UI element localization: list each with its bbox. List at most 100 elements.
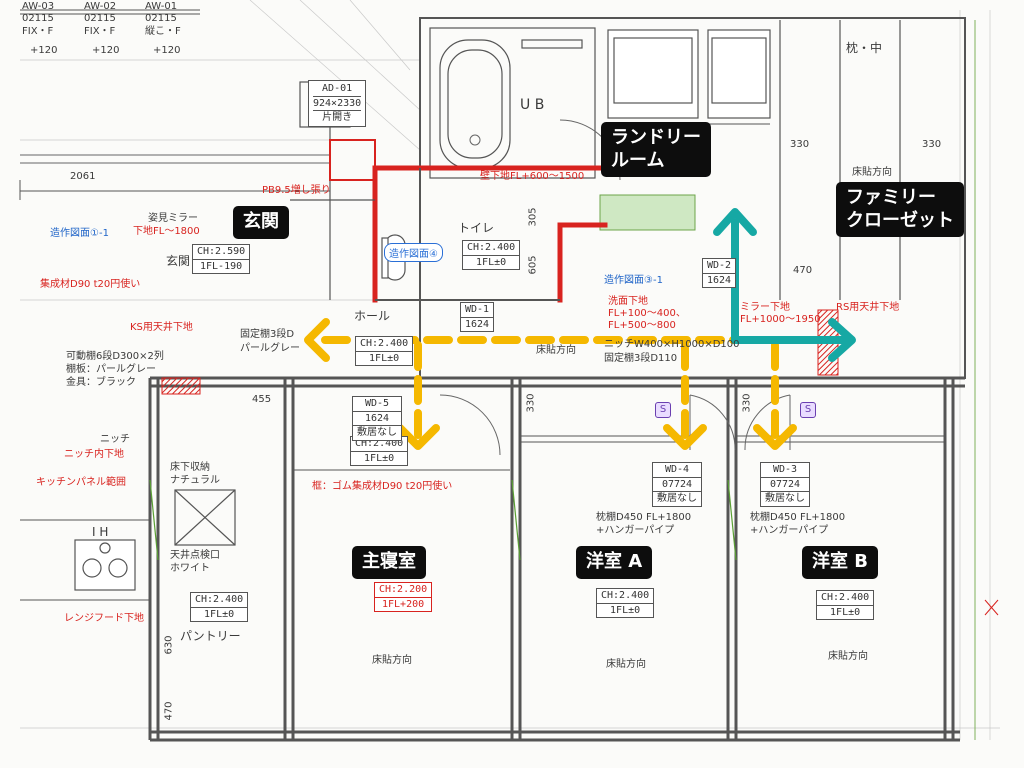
tag-aw03-size: 02115: [22, 13, 54, 24]
dim-330-a: 330: [790, 139, 810, 150]
tag-wd5: WD-5 1624 敷居なし: [352, 396, 402, 441]
tag-aw03-height: +120: [30, 45, 58, 56]
rs-ceiling-text: RS用天井下地: [836, 302, 900, 313]
range-hood-text: レンジフード下地: [64, 613, 144, 624]
ch-genkan: CH:2.590 1FL-190: [192, 244, 251, 274]
label-genkan: 玄関: [233, 206, 289, 239]
shelf-b-text: 枕棚D450 FL+1800 +ハンガーパイプ: [750, 512, 846, 536]
tag-aw01-height: +120: [153, 45, 181, 56]
floor-dir-room-b: 床貼方向: [828, 651, 868, 662]
ref-3-text: 造作図面③-1: [604, 275, 663, 286]
note-pb9: PB9.5増し張り: [262, 185, 331, 196]
label-family-closet: ファミリー クローゼット: [836, 182, 964, 237]
shelf-board-text: 棚板：パールグレー: [66, 364, 156, 375]
dim-605: 605: [527, 255, 539, 275]
tag-aw02-height: +120: [92, 45, 120, 56]
dim-470-a: 470: [793, 265, 813, 276]
s-icon-room-b: S: [800, 402, 816, 418]
ch-hall2-height: CH:2.400: [355, 438, 404, 449]
yellow-arrowhead-left: [304, 318, 330, 362]
yellow-arrowhead-room-b: [753, 424, 797, 450]
tag-aw01-type: 縦こ・F: [145, 26, 181, 37]
label-room-b: 洋室 B: [802, 546, 878, 579]
tag-wd2-size: 1624: [703, 272, 736, 288]
dim-330-b: 330: [922, 139, 942, 150]
tag-aw02-type: FIX・F: [84, 26, 116, 37]
movable-shelf-text: 可動棚6段D300×2列: [66, 351, 164, 362]
floor-storage-text: 床下収納 ナチュラル: [170, 462, 220, 486]
tag-wd1-id: WD-1: [465, 304, 490, 315]
tag-wd5-sill: 敷居なし: [353, 425, 401, 440]
tag-ad01-id: AD-01: [322, 83, 353, 94]
dim-330-c: 330: [525, 393, 537, 413]
tag-wd4: WD-4 07724 敷居なし: [652, 462, 702, 507]
tag-wd2: WD-2 1624: [702, 258, 737, 288]
ch-hall-height: CH:2.400: [360, 338, 409, 349]
ih-text: I H: [92, 525, 109, 539]
tag-wd5-size: 1624: [353, 410, 401, 426]
tag-wd1: WD-1 1624: [460, 302, 495, 332]
dim-630: 630: [163, 635, 175, 655]
toilet-text: トイレ: [458, 221, 495, 235]
niche-text: ニッチ: [100, 434, 130, 445]
tag-wd3: WD-3 07724 敷居なし: [760, 462, 810, 507]
shelf-a-text: 枕棚D450 FL+1800 +ハンガーパイプ: [596, 512, 692, 536]
tag-wd5-id: WD-5: [364, 398, 390, 409]
niche-w-text: ニッチW400×H1000×D100: [604, 339, 740, 350]
door-base-text: 壁下地FL+600～1500: [480, 171, 585, 182]
ch-room-a: CH:2.400 1FL±0: [596, 588, 655, 618]
tag-aw01-size: 02115: [145, 13, 177, 24]
ch-toilet-level: 1FL±0: [463, 254, 520, 270]
fixed-shelf-text: 固定棚3段D: [240, 329, 295, 340]
tag-aw03-type: FIX・F: [22, 26, 54, 37]
tag-wd1-size: 1624: [461, 316, 494, 332]
hardware-text: 金具：ブラック: [66, 377, 136, 388]
genkan-plan-text: 玄関: [166, 254, 191, 268]
tag-aw02-id: AW-02: [84, 1, 117, 12]
ch-room-a-height: CH:2.400: [601, 590, 650, 601]
tag-wd2-id: WD-2: [707, 260, 732, 271]
ref-4-bubble: 造作図面④: [384, 243, 443, 262]
construction-lines: [20, 0, 1000, 740]
label-master-bedroom: 主寝室: [352, 546, 426, 579]
note-mirror-base: 下地FL～1800: [133, 226, 200, 237]
tag-ad01: AD-01 924×2330 片開き: [308, 80, 367, 127]
wash-base-text: 洗面下地 FL+100～400、 FL+500～800: [608, 296, 686, 331]
ch-toilet-height: CH:2.400: [467, 242, 516, 253]
ch-hall2-level: 1FL±0: [351, 450, 408, 466]
tag-wd3-size: 07724: [761, 476, 809, 492]
pantry-text: パントリー: [180, 629, 241, 643]
ch-pantry-level: 1FL±0: [191, 606, 248, 622]
label-laundry-room: ランドリー ルーム: [601, 122, 711, 177]
tag-wd4-id: WD-4: [664, 464, 690, 475]
tag-aw03-id: AW-03: [22, 1, 55, 12]
label-room-a: 洋室 A: [576, 546, 653, 579]
ub-text: U B: [520, 97, 545, 113]
ch-hall-2: CH:2.400 1FL±0: [350, 436, 409, 466]
yellow-arrowhead-room-a: [663, 424, 707, 450]
tag-wd4-size: 07724: [653, 476, 701, 492]
ch-master: CH:2.200 1FL+200: [374, 582, 433, 612]
floor-dir-closet: 床貼方向: [852, 167, 892, 178]
tag-wd3-id: WD-3: [772, 464, 798, 475]
teal-arrowhead-up: [713, 208, 757, 236]
niche-base-text: ニッチ内下地: [64, 449, 124, 460]
floor-dir-master: 床貼方向: [372, 655, 412, 666]
tag-wd3-sill: 敷居なし: [761, 491, 809, 506]
yellow-arrowhead-master: [396, 424, 440, 450]
tag-ad01-open: 片開き: [313, 110, 362, 125]
ch-room-b-height: CH:2.400: [821, 592, 870, 603]
ch-genkan-level: 1FL-190: [193, 258, 250, 274]
ref-kaijo: 造作図面①-1: [50, 228, 109, 239]
ch-pantry: CH:2.400 1FL±0: [190, 592, 249, 622]
ceiling-hatch-text: 天井点検口 ホワイト: [170, 550, 220, 574]
dim-305: 305: [527, 207, 539, 227]
ch-hall: CH:2.400 1FL±0: [355, 336, 414, 366]
floor-dir-room-a: 床貼方向: [606, 659, 646, 670]
ch-room-b: CH:2.400 1FL±0: [816, 590, 875, 620]
teal-arrowhead-right: [828, 318, 856, 362]
dim-470-b: 470: [163, 701, 175, 721]
